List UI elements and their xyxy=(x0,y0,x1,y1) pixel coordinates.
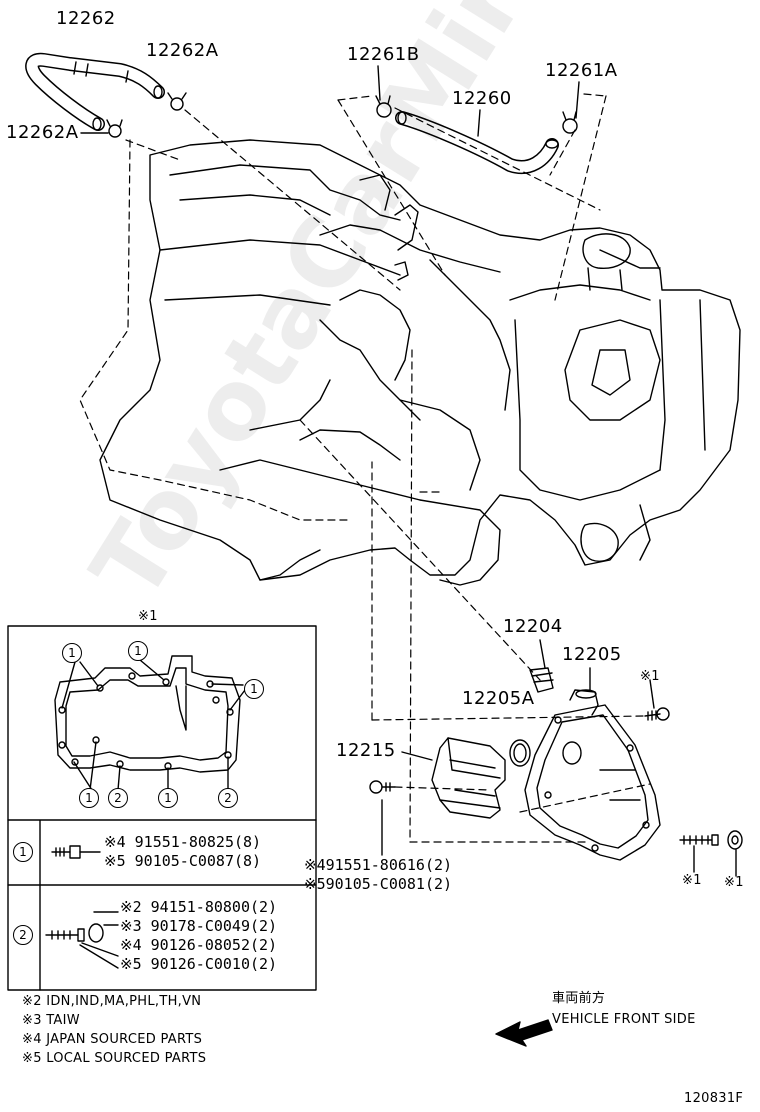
leader-lines xyxy=(79,93,651,843)
nut-bottom xyxy=(727,830,743,850)
inset-row1-marker: 1 xyxy=(13,842,33,862)
direction-en: VEHICLE FRONT SIDE xyxy=(552,1012,696,1027)
label-12261B: 12261B xyxy=(347,44,420,65)
label-12205: 12205 xyxy=(562,644,622,665)
note-4: ※4 JAPAN SOURCED PARTS xyxy=(22,1032,203,1047)
cover-12205 xyxy=(524,689,661,861)
sensor-12204 xyxy=(529,639,554,693)
note-5: ※5 LOCAL SOURCED PARTS xyxy=(22,1051,207,1066)
clip-12262A-left xyxy=(106,119,123,138)
ref-12205-bolt: ※1 xyxy=(640,669,660,684)
inset-row2-marker: 2 xyxy=(13,925,33,945)
label-12262: 12262 xyxy=(56,8,116,29)
inset-title: ※1 xyxy=(138,609,158,624)
bolt-center-line2: ※590105-C0081(2) xyxy=(304,875,453,893)
label-12260: 12260 xyxy=(452,88,512,109)
inset-row2-line2: ※3 90178-C0049(2) xyxy=(120,917,278,935)
direction-jp: 車両前方 xyxy=(552,991,606,1006)
clip-12261A xyxy=(562,111,578,134)
separator-12215 xyxy=(431,737,506,819)
seal-12205A xyxy=(509,739,531,767)
label-12261A: 12261A xyxy=(545,60,618,81)
inset-row2-line3: ※4 90126-08052(2) xyxy=(120,936,278,954)
label-12262A-left: 12262A xyxy=(6,122,79,143)
hose-12262 xyxy=(25,52,165,131)
inset-callout: 1 xyxy=(244,679,264,699)
inset-row1-line2: ※5 90105-C0087(8) xyxy=(104,852,262,870)
inset-callout: 2 xyxy=(218,788,238,808)
stud-bottom xyxy=(679,834,719,846)
front-arrow-icon xyxy=(495,1019,553,1047)
inset-box xyxy=(7,625,317,991)
ref-stud: ※1 xyxy=(682,873,702,888)
inset-callout: 1 xyxy=(79,788,99,808)
note-2: ※2 IDN,IND,MA,PHL,TH,VN xyxy=(22,994,202,1009)
bolt-center-line1: ※491551-80616(2) xyxy=(304,856,453,874)
inset-callout: 1 xyxy=(62,643,82,663)
ref-nut: ※1 xyxy=(724,875,744,890)
label-12262A-top: 12262A xyxy=(146,40,219,61)
clip-12261B xyxy=(375,95,392,118)
inset-row1-line1: ※4 91551-80825(8) xyxy=(104,833,262,851)
inset-callout: 2 xyxy=(108,788,128,808)
figure-code: 120831F xyxy=(684,1091,744,1106)
inset-row2-line1: ※2 94151-80800(2) xyxy=(120,898,278,916)
bolt-center xyxy=(369,780,396,794)
label-12205A: 12205A xyxy=(462,688,535,709)
inset-callout: 1 xyxy=(158,788,178,808)
clip-12262A-top xyxy=(167,92,187,111)
note-3: ※3 TAIW xyxy=(22,1013,80,1028)
engine-assembly xyxy=(99,139,741,586)
label-12215: 12215 xyxy=(336,740,396,761)
hose-12260 xyxy=(395,111,559,174)
inset-row2-line4: ※5 90126-C0010(2) xyxy=(120,955,278,973)
bolt-right-top xyxy=(644,707,670,721)
label-12204: 12204 xyxy=(503,616,563,637)
inset-callout: 1 xyxy=(128,641,148,661)
